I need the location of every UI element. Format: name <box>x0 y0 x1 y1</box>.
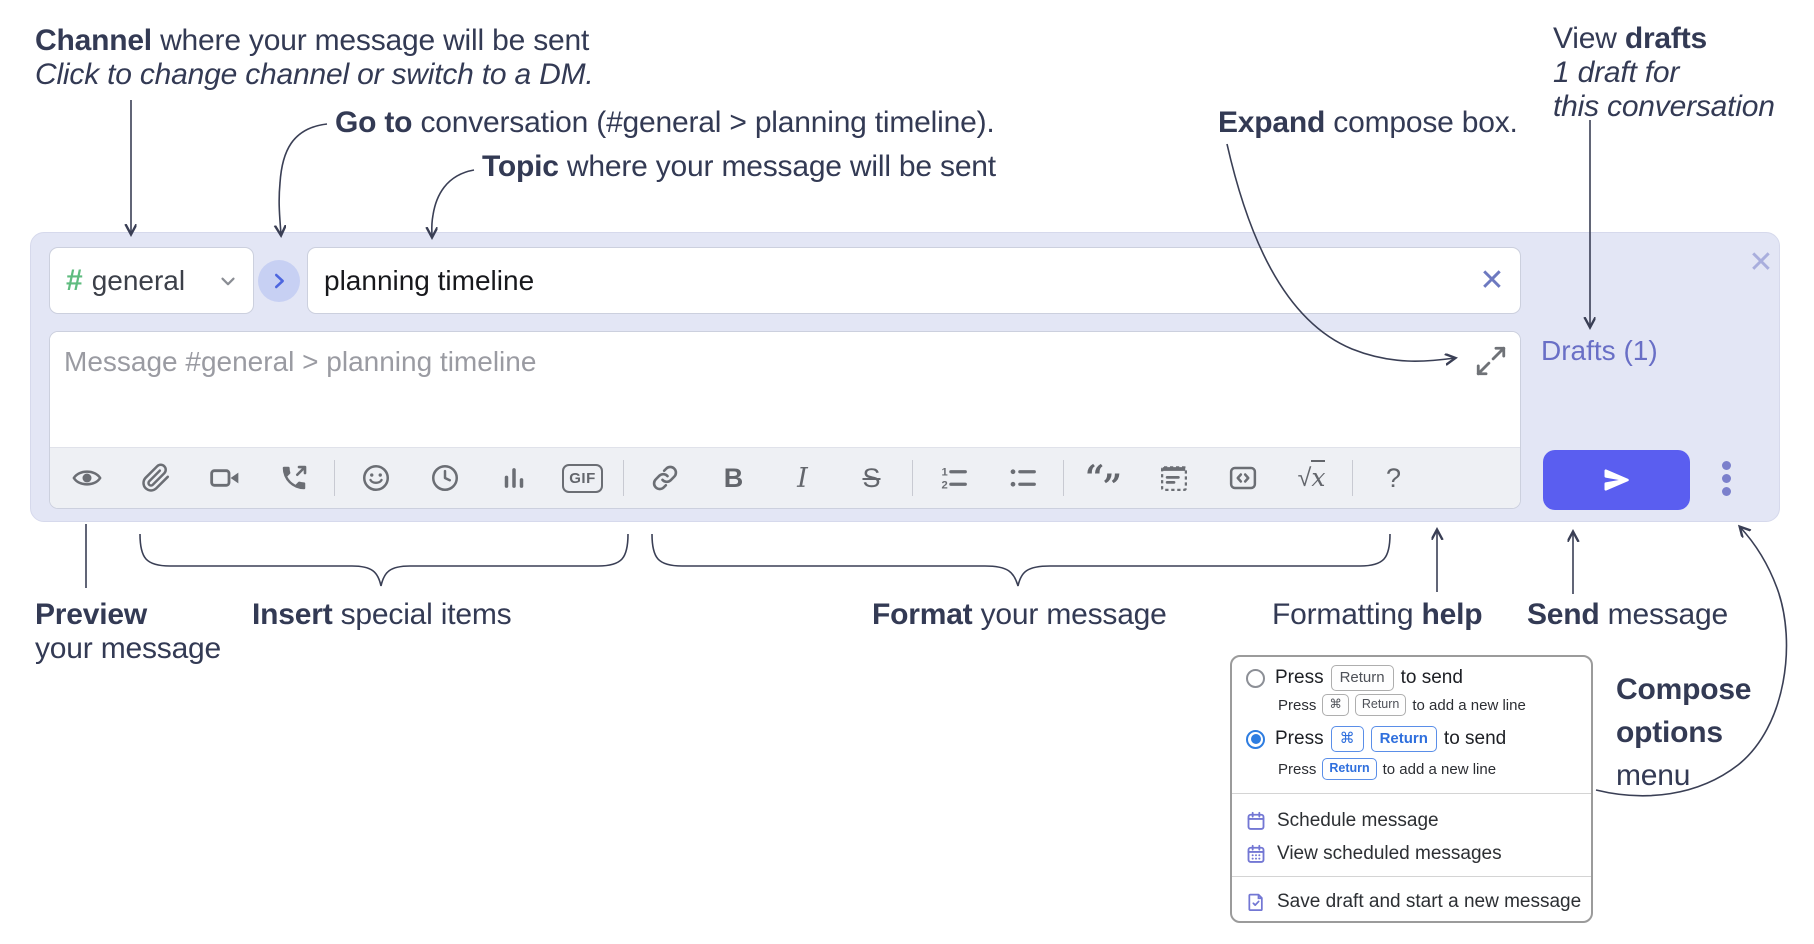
poll-icon[interactable] <box>479 454 548 502</box>
channel-name: general <box>91 264 186 296</box>
code-icon[interactable] <box>1208 454 1277 502</box>
channel-annotation: Channel where your message will be sent … <box>35 24 594 92</box>
channel-selector[interactable]: # general <box>49 247 254 314</box>
radio-unselected-icon[interactable] <box>1246 668 1265 688</box>
compose-options-popup: Press Return to send Press ⌘ Return to a… <box>1230 655 1593 923</box>
cmd-enter-sends-subtext: Press Return to add a new line <box>1278 758 1496 780</box>
toolbar-divider <box>1352 460 1353 496</box>
compose-box: # general ✕ <box>30 232 1780 522</box>
cmd-key: ⌘ <box>1322 694 1349 716</box>
cmd-enter-sends-option[interactable]: Press ⌘ Return to send <box>1246 723 1506 755</box>
gif-icon[interactable]: GIF <box>548 454 617 502</box>
link-icon[interactable] <box>630 454 699 502</box>
send-annotation: Send message <box>1527 598 1729 631</box>
save-draft-item[interactable]: Save draft and start a new message <box>1246 886 1581 918</box>
return-key: Return <box>1330 665 1394 691</box>
send-icon <box>1604 469 1629 491</box>
video-call-icon[interactable] <box>190 454 259 502</box>
toolbar-divider <box>334 460 335 496</box>
bulleted-list-icon[interactable] <box>988 454 1057 502</box>
topic-annotation: Topic where your message will be sent <box>482 150 996 183</box>
popup-divider <box>1232 876 1591 877</box>
message-area: GIF B I S 12 “” <box>49 331 1521 509</box>
chevron-right-icon <box>274 273 284 289</box>
view-drafts-annotation: View drafts 1 draft for this conversatio… <box>1553 22 1775 123</box>
voice-call-icon[interactable] <box>259 454 328 502</box>
channel-annotation-bold: Channel <box>35 24 152 57</box>
close-compose-icon[interactable]: ✕ <box>1748 246 1774 279</box>
enter-sends-subtext: Press ⌘ Return to add a new line <box>1278 694 1526 716</box>
return-key: Return <box>1322 758 1377 780</box>
toolbar-divider <box>623 460 624 496</box>
message-input[interactable] <box>50 332 1520 447</box>
radio-selected-icon[interactable] <box>1246 729 1265 749</box>
expand-annotation: Expand compose box. <box>1218 106 1518 139</box>
calendar-icon <box>1247 811 1265 830</box>
insert-annotation: Insert special items <box>252 598 512 631</box>
channel-annotation-rest: where your message will be sent <box>151 24 590 57</box>
topic-input[interactable] <box>308 264 1464 297</box>
chevron-down-icon <box>221 277 235 285</box>
view-scheduled-messages-item[interactable]: View scheduled messages <box>1246 838 1502 870</box>
format-annotation: Format your message <box>872 598 1167 631</box>
bold-icon[interactable]: B <box>723 462 744 493</box>
italic-icon[interactable]: I <box>797 462 808 494</box>
quote-icon[interactable]: “” <box>1084 458 1123 507</box>
topic-row: ✕ <box>307 247 1521 314</box>
draft-file-icon <box>1248 893 1263 912</box>
preview-eye-icon[interactable] <box>52 454 121 502</box>
calendar-list-icon <box>1247 844 1265 863</box>
compose-options-annotation: Compose options menu <box>1616 673 1752 792</box>
compose-options-menu-button[interactable] <box>1715 461 1737 496</box>
attach-file-icon[interactable] <box>121 454 190 502</box>
expand-compose-icon[interactable] <box>1474 344 1508 378</box>
emoji-icon[interactable] <box>341 454 410 502</box>
clear-topic-icon[interactable]: ✕ <box>1479 264 1505 297</box>
return-key: Return <box>1370 726 1437 752</box>
send-button[interactable] <box>1543 450 1690 510</box>
channel-hash-icon: # <box>66 263 83 297</box>
popup-divider <box>1232 793 1591 794</box>
channel-annotation-sub: Click to change channel or switch to a D… <box>35 58 594 91</box>
svg-text:2: 2 <box>941 480 947 492</box>
schedule-message-item[interactable]: Schedule message <box>1246 805 1439 837</box>
formatting-help-annotation: Formatting help <box>1272 598 1483 631</box>
strikethrough-icon[interactable]: S <box>862 462 881 493</box>
cmd-key: ⌘ <box>1330 726 1364 752</box>
goto-annotation: Go to conversation (#general > planning … <box>335 106 995 139</box>
goto-conversation-button[interactable] <box>258 260 300 302</box>
toolbar-divider <box>1063 460 1064 496</box>
formatting-help-icon[interactable]: ? <box>1385 462 1402 493</box>
global-time-icon[interactable] <box>410 454 479 502</box>
preview-annotation: Preview your message <box>35 598 222 665</box>
drafts-link[interactable]: Drafts (1) <box>1541 335 1658 366</box>
math-icon[interactable]: √x <box>1277 454 1346 502</box>
enter-sends-option[interactable]: Press Return to send <box>1246 665 1463 691</box>
spoiler-icon[interactable] <box>1139 454 1208 502</box>
toolbar-divider <box>912 460 913 496</box>
svg-text:1: 1 <box>941 467 947 479</box>
return-key: Return <box>1354 694 1407 716</box>
